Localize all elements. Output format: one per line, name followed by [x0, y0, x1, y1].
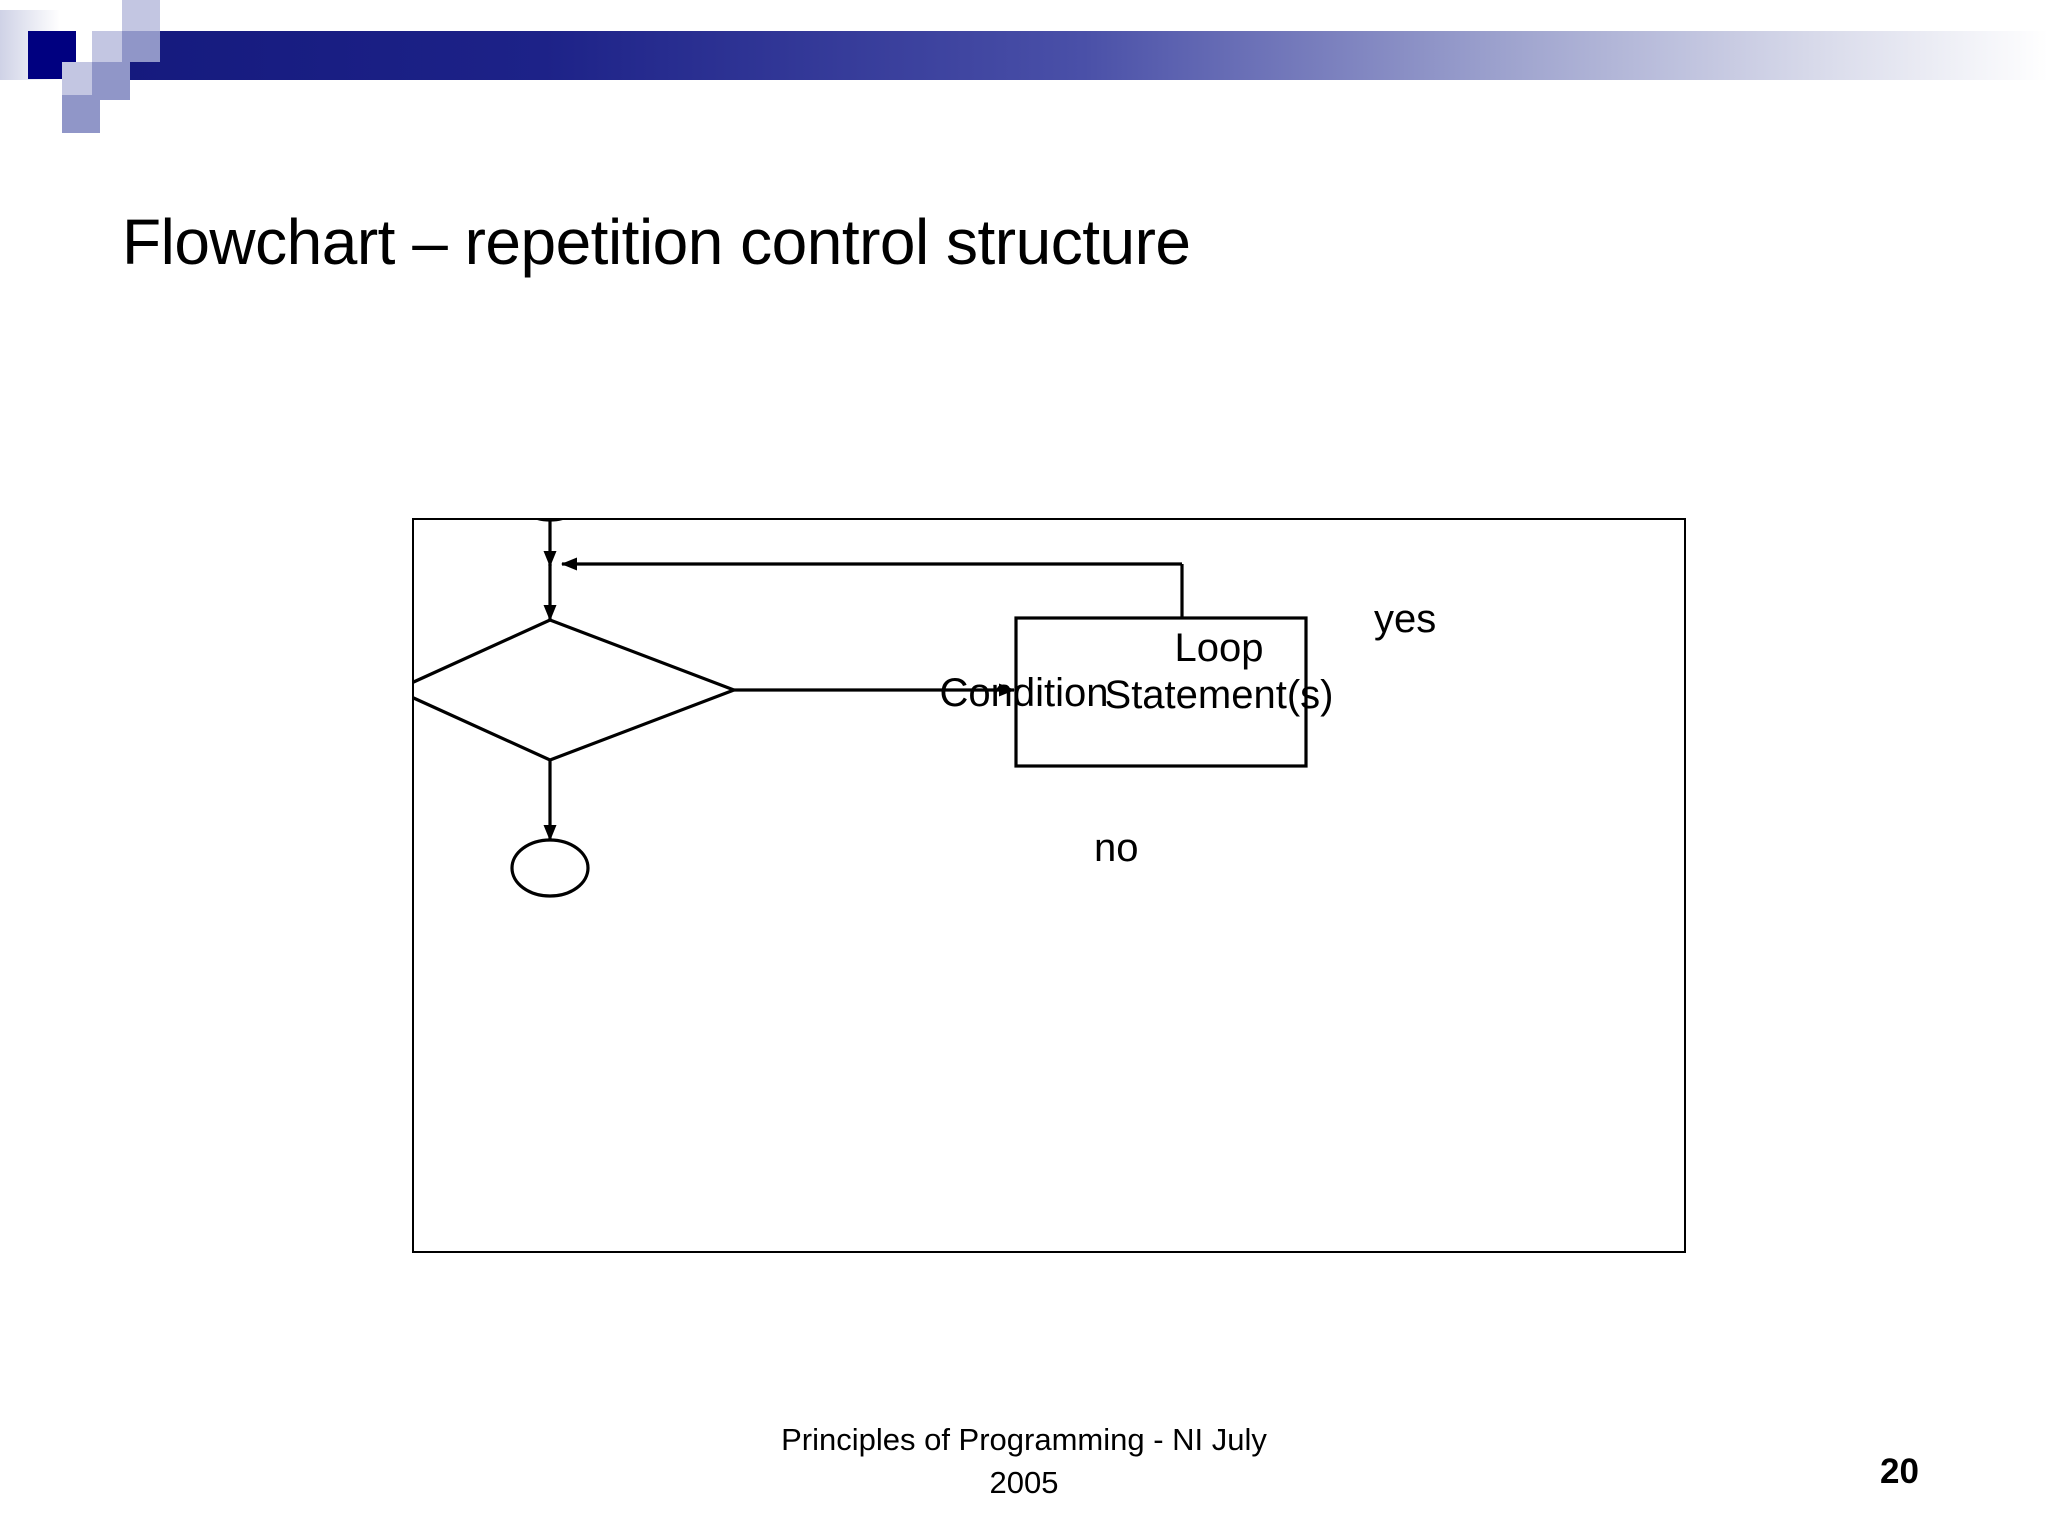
flowchart-container: Condition Loop Statement(s) yes no: [412, 518, 1686, 1253]
end-oval-node: [510, 838, 590, 898]
header-square-light-3: [122, 0, 160, 31]
slide-footer: Principles of Programming - NI July 2005: [524, 1418, 1524, 1504]
condition-diamond: [414, 618, 739, 762]
header-gradient-band: [120, 31, 2048, 80]
page-number: 20: [1880, 1452, 1919, 1491]
page-title: Flowchart – repetition control structure: [122, 205, 1191, 278]
footer-line-2: 2005: [989, 1465, 1059, 1500]
loop-statements-line2: Statement(s): [1104, 673, 1334, 717]
header-decoration: [0, 0, 2048, 133]
yes-branch-label: yes: [1374, 597, 1437, 641]
footer-line-1: Principles of Programming - NI July: [781, 1422, 1267, 1457]
loop-statements-label: Loop Statement(s): [1029, 625, 1409, 719]
flowchart-diagram: [414, 520, 1308, 898]
loop-statements-line1: Loop: [1174, 626, 1264, 670]
condition-label: Condition: [939, 671, 1109, 715]
header-square-mid-1: [62, 95, 100, 133]
header-square-mid-2: [92, 62, 130, 100]
header-square-mid-3: [122, 31, 160, 62]
loop-statements-box: [1014, 616, 1308, 768]
no-branch-label: no: [1094, 826, 1139, 870]
